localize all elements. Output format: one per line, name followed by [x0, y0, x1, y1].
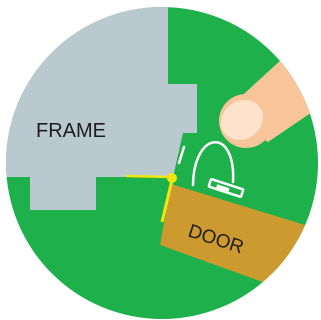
frame-label: FRAME	[36, 120, 106, 142]
hinge-pivot	[167, 173, 177, 183]
hinge-line-horizontal	[126, 176, 172, 177]
